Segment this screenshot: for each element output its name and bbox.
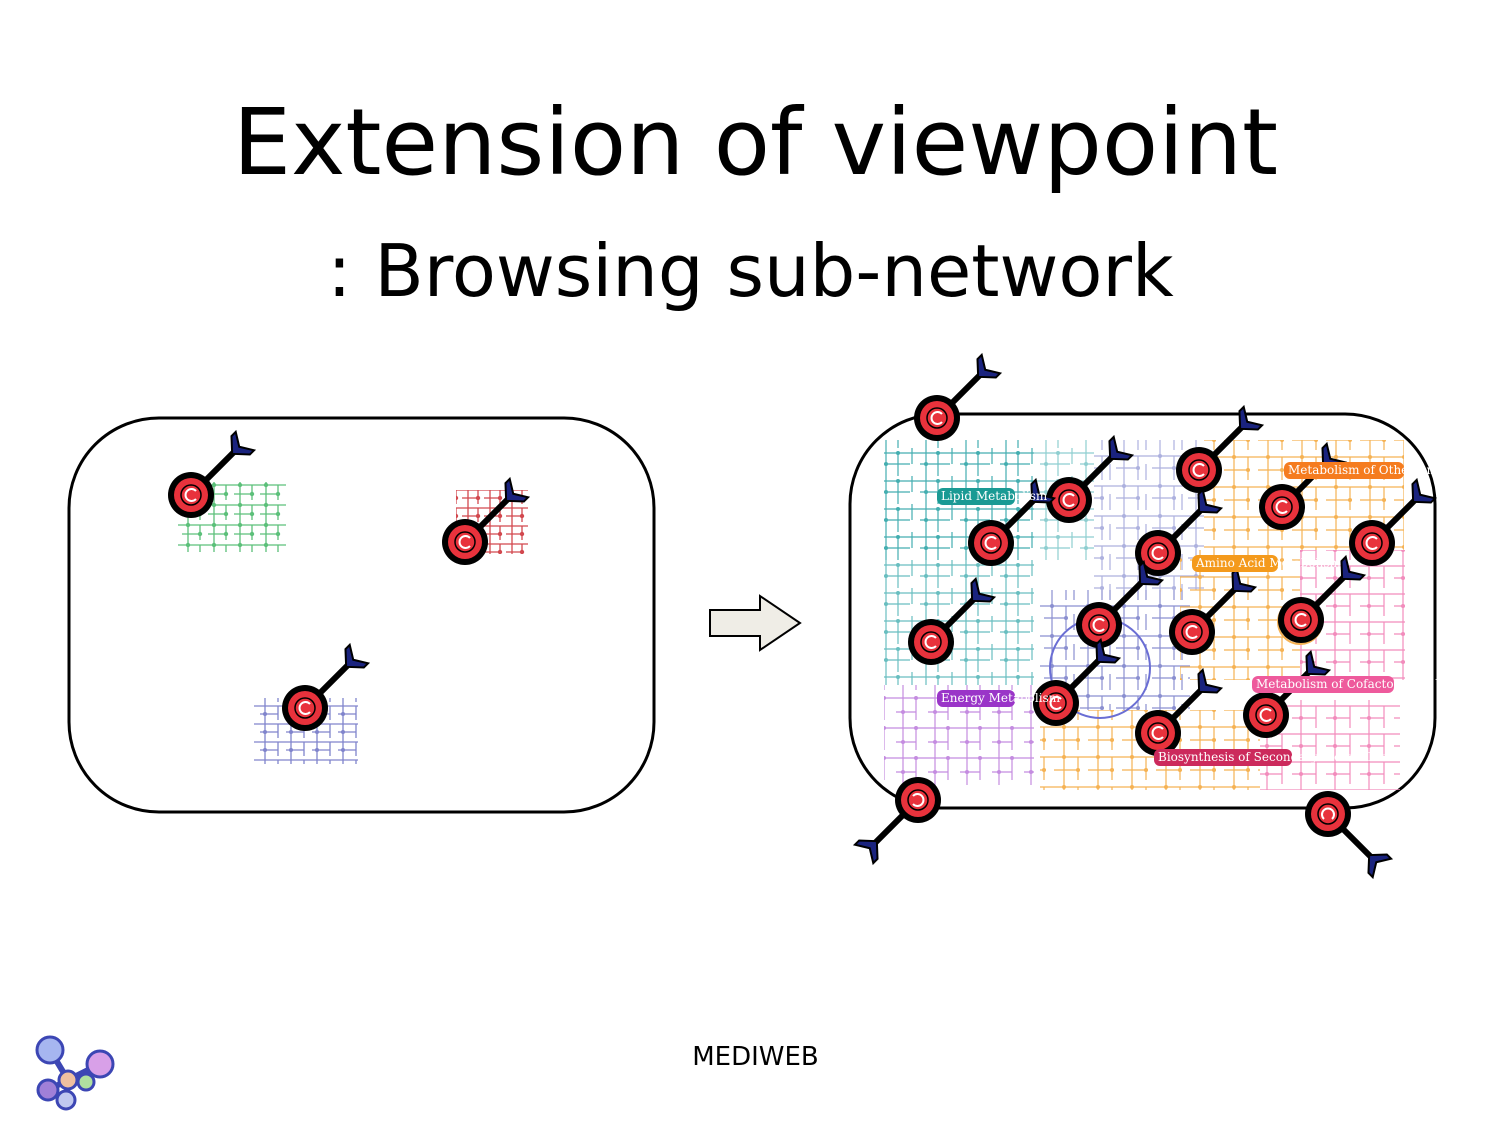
target-dart-icon	[855, 777, 941, 863]
target-dart-icon	[1305, 791, 1391, 877]
lipid-metabolism-label: Lipid Metabolism	[937, 488, 1047, 505]
slide-subtitle: : Browsing sub-network	[327, 229, 1174, 313]
mediweb-logo-icon	[35, 1035, 115, 1111]
secondary-metabolites-label: Biosynthesis of Secondary Metabolites	[1154, 749, 1394, 766]
left-network-box	[67, 416, 656, 814]
cofactors-vitamins-label: Metabolism of Cofactors and Vitamins	[1252, 676, 1489, 693]
footer-brand: MEDIWEB	[692, 1042, 819, 1072]
amino-acid-metabolism-label: Amino Acid Metabolism	[1192, 555, 1341, 572]
energy-metabolism-label: Energy Metabolism	[937, 690, 1060, 707]
slide-title: Extension of viewpoint	[232, 89, 1279, 196]
right-arrow-icon	[709, 594, 802, 652]
other-amino-acids-label: Metabolism of Other Amino Acids	[1284, 462, 1494, 479]
